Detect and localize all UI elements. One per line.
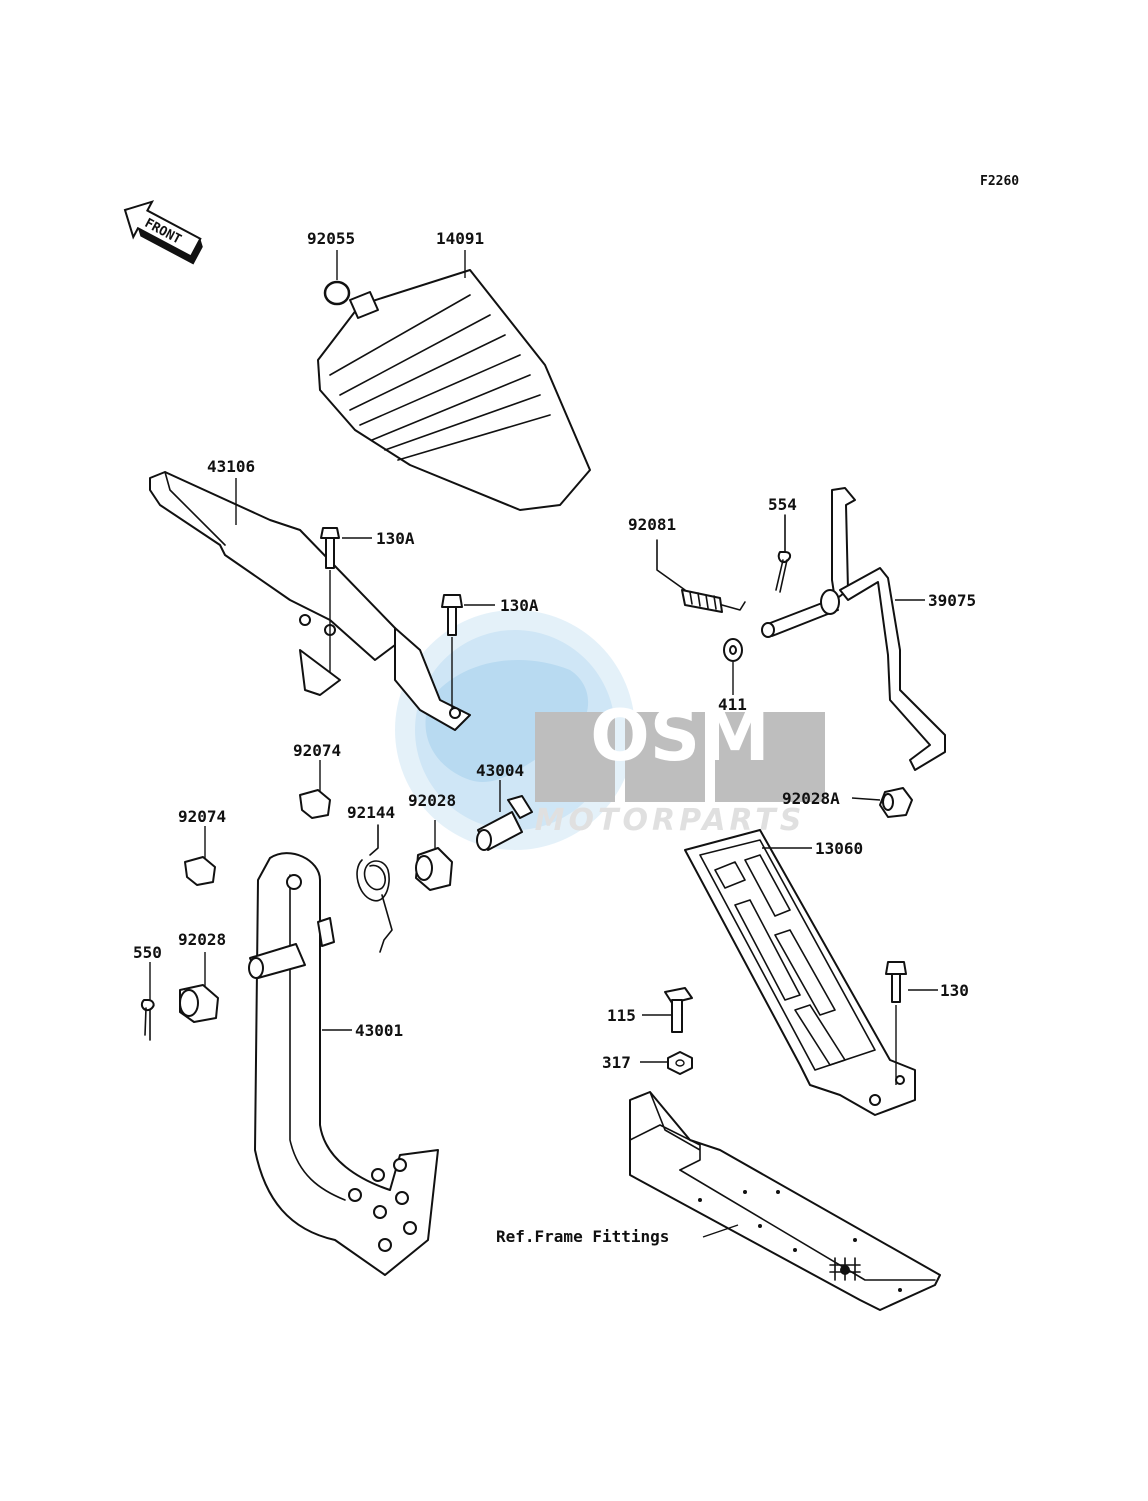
pedal-pad-holes xyxy=(348,1158,417,1252)
label-92055: 92055 xyxy=(307,229,355,248)
cotter-pin-550 xyxy=(140,962,155,1041)
label-14091: 14091 xyxy=(436,229,484,248)
bolt-130a-1 xyxy=(320,527,372,672)
cap-92074-1 xyxy=(299,760,331,819)
bolt-115 xyxy=(642,987,693,1033)
label-39075: 39075 xyxy=(928,591,976,610)
label-92074-2: 92074 xyxy=(178,807,226,826)
label-130a-1: 130A xyxy=(376,529,415,548)
cotter-pin-554 xyxy=(775,514,792,593)
bolt-130 xyxy=(885,961,938,1085)
label-43001: 43001 xyxy=(355,1021,403,1040)
label-130a-2: 130A xyxy=(500,596,539,615)
bushing-92028-1 xyxy=(415,820,453,891)
label-92074-1: 92074 xyxy=(293,741,341,760)
pedal-13060 xyxy=(684,829,916,1116)
label-92144: 92144 xyxy=(347,803,395,822)
o-ring-92055 xyxy=(323,250,351,306)
label-43004: 43004 xyxy=(476,761,524,780)
cap-92074-2 xyxy=(184,826,216,886)
label-92028-2: 92028 xyxy=(178,930,226,949)
pin-43004 xyxy=(476,780,533,851)
pedal-43001 xyxy=(248,852,439,1276)
label-ref-frame-fittings: Ref.Frame Fittings xyxy=(496,1227,669,1246)
frame-fittings xyxy=(629,1091,941,1311)
boot-14091 xyxy=(317,250,591,511)
label-13060: 13060 xyxy=(815,839,863,858)
nut-317 xyxy=(640,1051,693,1075)
diagram-code: F2260 xyxy=(980,174,1019,189)
label-92081: 92081 xyxy=(628,515,676,534)
spring-92081 xyxy=(656,539,746,613)
label-411: 411 xyxy=(718,695,747,714)
washer-411 xyxy=(723,638,743,695)
label-550: 550 xyxy=(133,943,162,962)
watermark-brand: OSM xyxy=(590,695,770,777)
bolt-130a-2 xyxy=(441,594,495,710)
shaft-39075 xyxy=(761,487,946,771)
front-arrow-icon: FRONT xyxy=(123,200,203,265)
label-43106: 43106 xyxy=(207,457,255,476)
label-554: 554 xyxy=(768,495,797,514)
watermark-sub: MOTORPARTS xyxy=(535,803,806,838)
label-317: 317 xyxy=(602,1053,631,1072)
label-92028-1: 92028 xyxy=(408,791,456,810)
label-130: 130 xyxy=(940,981,969,1000)
bushing-92028a xyxy=(851,787,913,818)
lever-43106 xyxy=(149,471,471,731)
label-92028a: 92028A xyxy=(782,789,840,808)
callout-labels: 92055 14091 43106 130A 130A 92081 554 39… xyxy=(133,229,976,1246)
watermark: OSM MOTORPARTS xyxy=(395,610,825,850)
bushing-92028-2 xyxy=(179,952,219,1023)
label-115: 115 xyxy=(607,1006,636,1025)
spring-92144 xyxy=(356,824,393,953)
